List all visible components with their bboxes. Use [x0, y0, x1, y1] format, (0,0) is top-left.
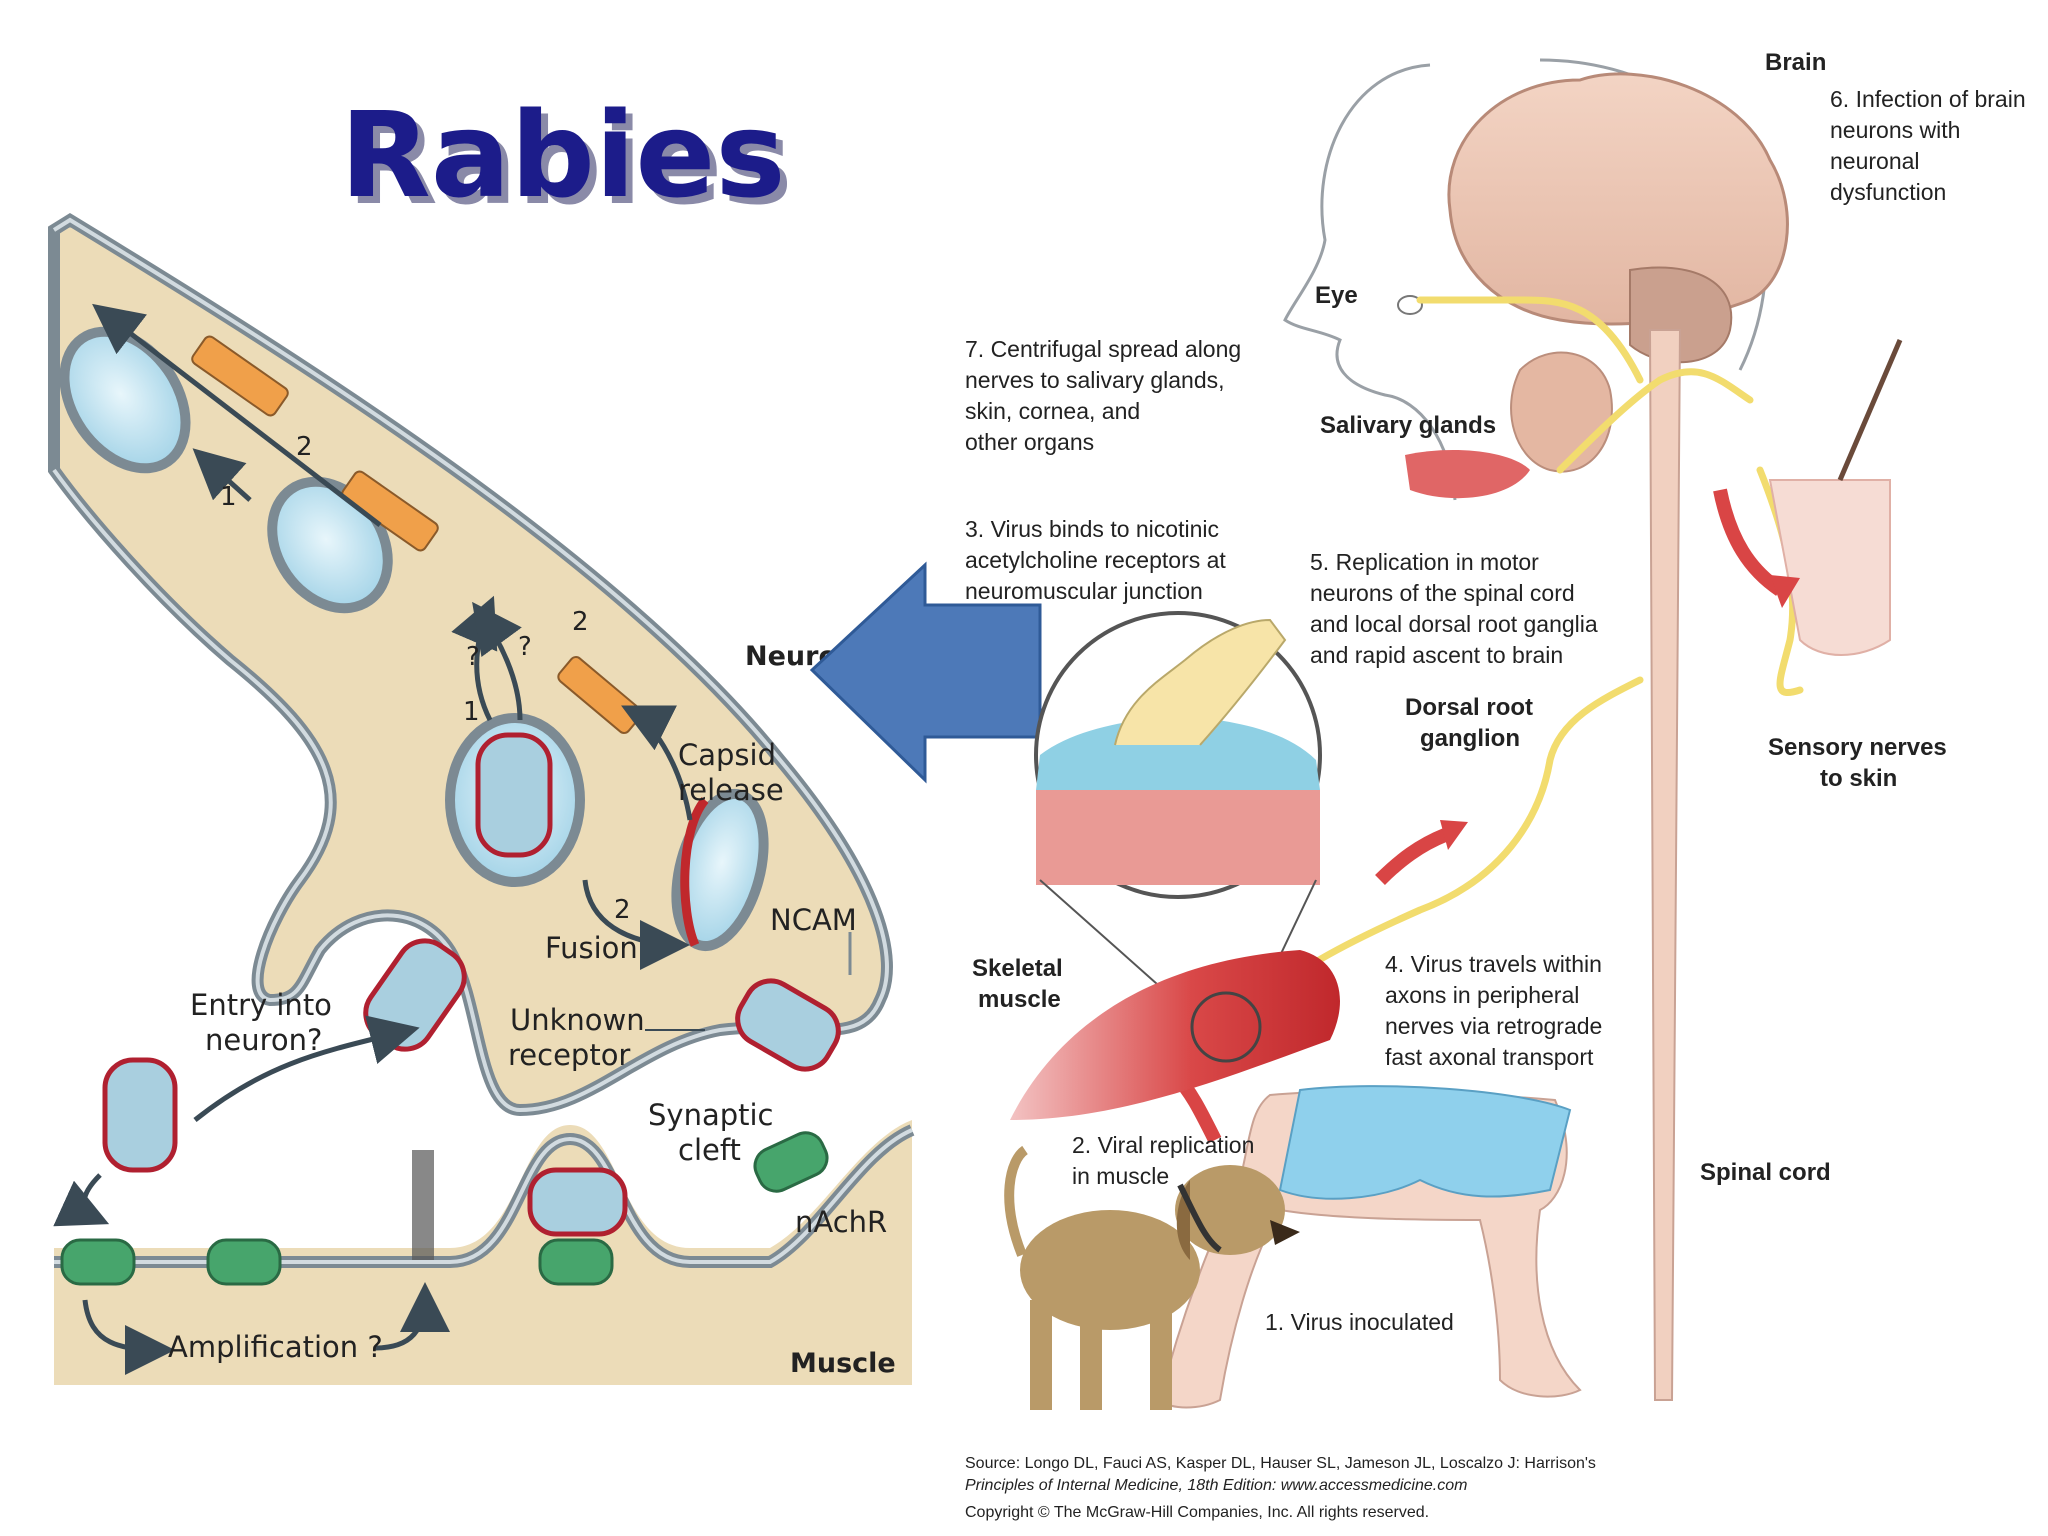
svg-text:skin, cornea, and: skin, cornea, and	[965, 398, 1140, 424]
step-4: 4. Virus travels within axons in periphe…	[1385, 951, 1602, 1070]
svg-text:1. Virus inoculated: 1. Virus inoculated	[1265, 1309, 1454, 1335]
label-salivary: Salivary glands	[1320, 412, 1496, 439]
eye	[1397, 295, 1423, 315]
svg-text:2. Viral replication: 2. Viral replication	[1072, 1132, 1254, 1158]
big-blue-arrow	[809, 561, 1042, 784]
label-question-b: ?	[518, 632, 532, 662]
label-synaptic-1: Synaptic	[648, 1098, 774, 1132]
step-6: 6. Infection of brain neurons with neuro…	[1830, 86, 2026, 205]
svg-text:neurons of the spinal cord: neurons of the spinal cord	[1310, 580, 1575, 606]
svg-text:6. Infection of brain: 6. Infection of brain	[1830, 86, 2026, 112]
source-citation: Source: Longo DL, Fauci AS, Kasper DL, H…	[965, 1455, 1596, 1521]
svg-text:and rapid ascent to brain: and rapid ascent to brain	[1310, 642, 1563, 668]
svg-text:neuronal: neuronal	[1830, 148, 1920, 174]
step-7: 7. Centrifugal spread along nerves to sa…	[965, 336, 1241, 455]
label-step-2a: 2	[296, 432, 313, 462]
label-ncam: NCAM	[770, 903, 857, 937]
svg-text:fast axonal transport: fast axonal transport	[1385, 1044, 1594, 1070]
label-entry-1: Entry into	[190, 988, 332, 1022]
label-capsid-release-2: release	[678, 773, 784, 807]
svg-text:and local dorsal root ganglia: and local dorsal root ganglia	[1310, 611, 1598, 637]
label-dorsal-1: Dorsal root	[1405, 694, 1533, 721]
step-3: 3. Virus binds to nicotinic acetylcholin…	[965, 516, 1226, 604]
brain	[1447, 72, 1789, 326]
svg-text:neurons with: neurons with	[1830, 117, 1960, 143]
svg-text:4. Virus travels within: 4. Virus travels within	[1385, 951, 1602, 977]
label-brain: Brain	[1765, 49, 1826, 76]
svg-text:dysfunction: dysfunction	[1830, 179, 1946, 205]
label-fusion: Fusion	[545, 931, 638, 965]
label-synaptic-2: cleft	[678, 1133, 741, 1167]
svg-text:Source: Longo DL, Fauci AS, Ka: Source: Longo DL, Fauci AS, Kasper DL, H…	[965, 1455, 1596, 1472]
label-dorsal-2: ganglion	[1420, 725, 1520, 752]
salivary-gland	[1510, 351, 1613, 473]
svg-text:7. Centrifugal spread along: 7. Centrifugal spread along	[965, 336, 1241, 362]
svg-text:nerves via retrograde: nerves via retrograde	[1385, 1013, 1602, 1039]
label-sensory-1: Sensory nerves	[1768, 734, 1947, 761]
label-unknown-2: receptor	[508, 1038, 630, 1072]
svg-text:nerves to salivary glands,: nerves to salivary glands,	[965, 367, 1225, 393]
page-title: Rabies	[340, 86, 786, 224]
right-panel-pathogenesis: Brain Eye Salivary glands Dorsal root ga…	[965, 49, 2026, 1521]
label-entry-2: neuron?	[205, 1023, 322, 1057]
label-spinal-cord: Spinal cord	[1700, 1159, 1831, 1186]
capsid-orange	[191, 335, 643, 734]
svg-text:other organs: other organs	[965, 429, 1094, 455]
vesicle	[59, 326, 191, 474]
label-nachr: nAchR	[795, 1205, 887, 1239]
label-muscle: Muscle	[790, 1348, 896, 1379]
svg-text:axons in peripheral: axons in peripheral	[1385, 982, 1579, 1008]
left-panel-synapse: Neuron Muscle Capsid release Fusion NCAM…	[48, 212, 915, 1385]
label-skeletal-1: Skeletal	[972, 955, 1063, 982]
nachr-receptors	[60, 1131, 829, 1286]
label-question-a: ?	[466, 642, 480, 672]
pathway-arrows	[53, 303, 693, 1375]
step-1: 1. Virus inoculated	[1265, 1309, 1454, 1335]
svg-text:Principles of Internal Medicin: Principles of Internal Medicine, 18th Ed…	[965, 1477, 1467, 1494]
svg-text:3. Virus binds to nicotinic: 3. Virus binds to nicotinic	[965, 516, 1219, 542]
label-sensory-2: to skin	[1820, 765, 1897, 792]
title-shadow: Rabies	[347, 93, 793, 231]
label-eye: Eye	[1315, 282, 1358, 309]
label-step-2c: 2	[614, 895, 631, 925]
svg-text:in muscle: in muscle	[1072, 1163, 1169, 1189]
label-step-1b: 1	[463, 697, 480, 727]
svg-text:neuromuscular junction: neuromuscular junction	[965, 578, 1203, 604]
dog-illustration	[1004, 1145, 1300, 1410]
spinal-cord	[1648, 329, 1682, 1401]
label-amplification: Amplification ?	[168, 1330, 383, 1364]
label-skeletal-2: muscle	[978, 986, 1061, 1013]
amplification-coil	[412, 1150, 434, 1260]
svg-text:acetylcholine receptors at: acetylcholine receptors at	[965, 547, 1226, 573]
skeletal-muscle	[1010, 950, 1340, 1120]
svg-text:Copyright © The McGraw-Hill Co: Copyright © The McGraw-Hill Companies, I…	[965, 1504, 1429, 1521]
label-unknown-1: Unknown	[510, 1003, 645, 1037]
step-5: 5. Replication in motor neurons of the s…	[1310, 549, 1598, 668]
svg-text:5. Replication in motor: 5. Replication in motor	[1310, 549, 1539, 575]
label-step-2b: 2	[572, 607, 589, 637]
step-2: 2. Viral replication in muscle	[1072, 1132, 1254, 1189]
label-capsid-release-1: Capsid	[678, 738, 776, 772]
label-step-1a: 1	[220, 482, 237, 512]
